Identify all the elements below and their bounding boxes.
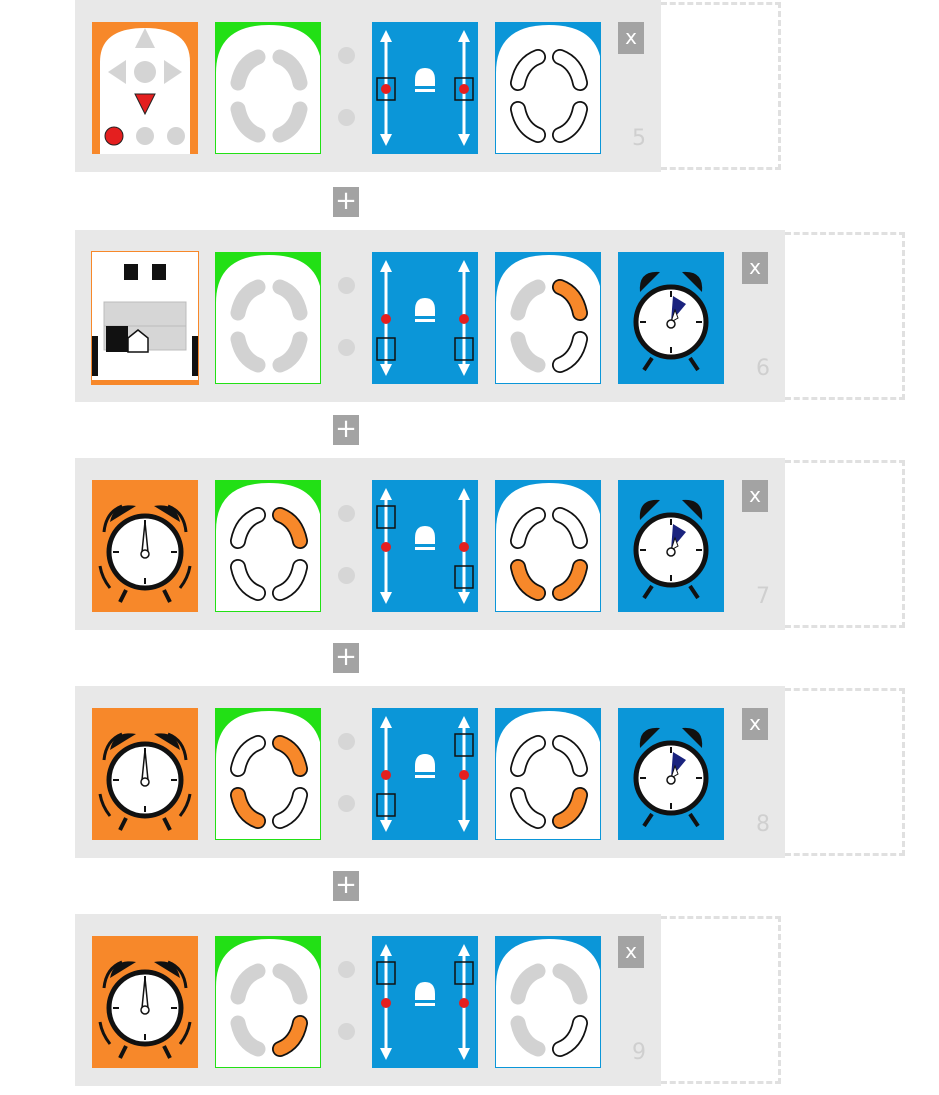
motor-card[interactable] <box>372 936 478 1068</box>
timer-card[interactable] <box>618 252 724 384</box>
trigger-card[interactable] <box>91 251 199 385</box>
alarm-clock-icon <box>98 504 192 603</box>
lights-card[interactable] <box>495 22 601 154</box>
connector-dot <box>338 733 355 750</box>
output-lights-icon <box>496 483 600 611</box>
sensor-lights-icon <box>216 711 320 839</box>
motor-icon <box>376 260 474 376</box>
close-button[interactable]: x <box>618 22 644 54</box>
drop-zone[interactable] <box>785 232 905 400</box>
sensor-lights-icon <box>216 483 320 611</box>
row-number: 9 <box>632 1040 646 1065</box>
connector-dot <box>338 277 355 294</box>
sensor-lights-icon <box>216 255 320 383</box>
motor-card[interactable] <box>372 252 478 384</box>
output-lights-icon <box>496 25 600 153</box>
connector-dot <box>338 339 355 356</box>
sensor-lights-icon <box>216 939 320 1067</box>
trigger-card[interactable] <box>92 936 198 1068</box>
connector-dot <box>338 109 355 126</box>
motor-icon <box>376 30 474 146</box>
timer-clock-icon <box>633 499 709 600</box>
timer-clock-icon <box>633 271 709 372</box>
motor-icon <box>376 716 474 832</box>
connector-dot <box>338 47 355 64</box>
row-number: 8 <box>756 812 770 837</box>
lights-card[interactable] <box>495 708 601 840</box>
connector-dot <box>338 961 355 978</box>
trigger-card[interactable] <box>92 708 198 840</box>
row-number: 6 <box>756 356 770 381</box>
close-button[interactable]: x <box>742 252 768 284</box>
add-row-button[interactable]: + <box>333 187 359 217</box>
alarm-clock-icon <box>98 960 192 1059</box>
connector-dot <box>338 505 355 522</box>
drop-zone[interactable] <box>661 2 781 170</box>
timer-card[interactable] <box>618 708 724 840</box>
timer-clock-icon <box>633 727 709 828</box>
timer-card[interactable] <box>618 480 724 612</box>
sensor-card[interactable] <box>215 252 321 384</box>
sensor-card[interactable] <box>215 22 321 154</box>
row-number: 7 <box>756 584 770 609</box>
close-button[interactable]: x <box>742 480 768 512</box>
lights-card[interactable] <box>495 936 601 1068</box>
sensor-card[interactable] <box>215 708 321 840</box>
remote-control-icon <box>100 28 190 154</box>
add-row-button[interactable]: + <box>333 871 359 901</box>
add-row-button[interactable]: + <box>333 643 359 673</box>
motor-card[interactable] <box>372 480 478 612</box>
add-row-button[interactable]: + <box>333 415 359 445</box>
drop-zone[interactable] <box>661 916 781 1084</box>
output-lights-icon <box>496 711 600 839</box>
sensor-card[interactable] <box>215 480 321 612</box>
output-lights-icon <box>496 939 600 1067</box>
drop-zone[interactable] <box>785 688 905 856</box>
trigger-card[interactable] <box>92 22 198 154</box>
sensor-card[interactable] <box>215 936 321 1068</box>
drop-zone[interactable] <box>785 460 905 628</box>
motor-icon <box>376 944 474 1060</box>
connector-dot <box>338 1023 355 1040</box>
sensor-lights-icon <box>216 25 320 153</box>
output-lights-icon <box>496 255 600 383</box>
lights-card[interactable] <box>495 252 601 384</box>
row-number: 5 <box>632 126 646 151</box>
alarm-clock-icon <box>98 732 192 831</box>
connector-dot <box>338 795 355 812</box>
trigger-card[interactable] <box>92 480 198 612</box>
motor-card[interactable] <box>372 708 478 840</box>
obstacle-sensor-icon <box>92 256 198 384</box>
motor-icon <box>376 488 474 604</box>
close-button[interactable]: x <box>618 936 644 968</box>
lights-card[interactable] <box>495 480 601 612</box>
close-button[interactable]: x <box>742 708 768 740</box>
motor-card[interactable] <box>372 22 478 154</box>
connector-dot <box>338 567 355 584</box>
